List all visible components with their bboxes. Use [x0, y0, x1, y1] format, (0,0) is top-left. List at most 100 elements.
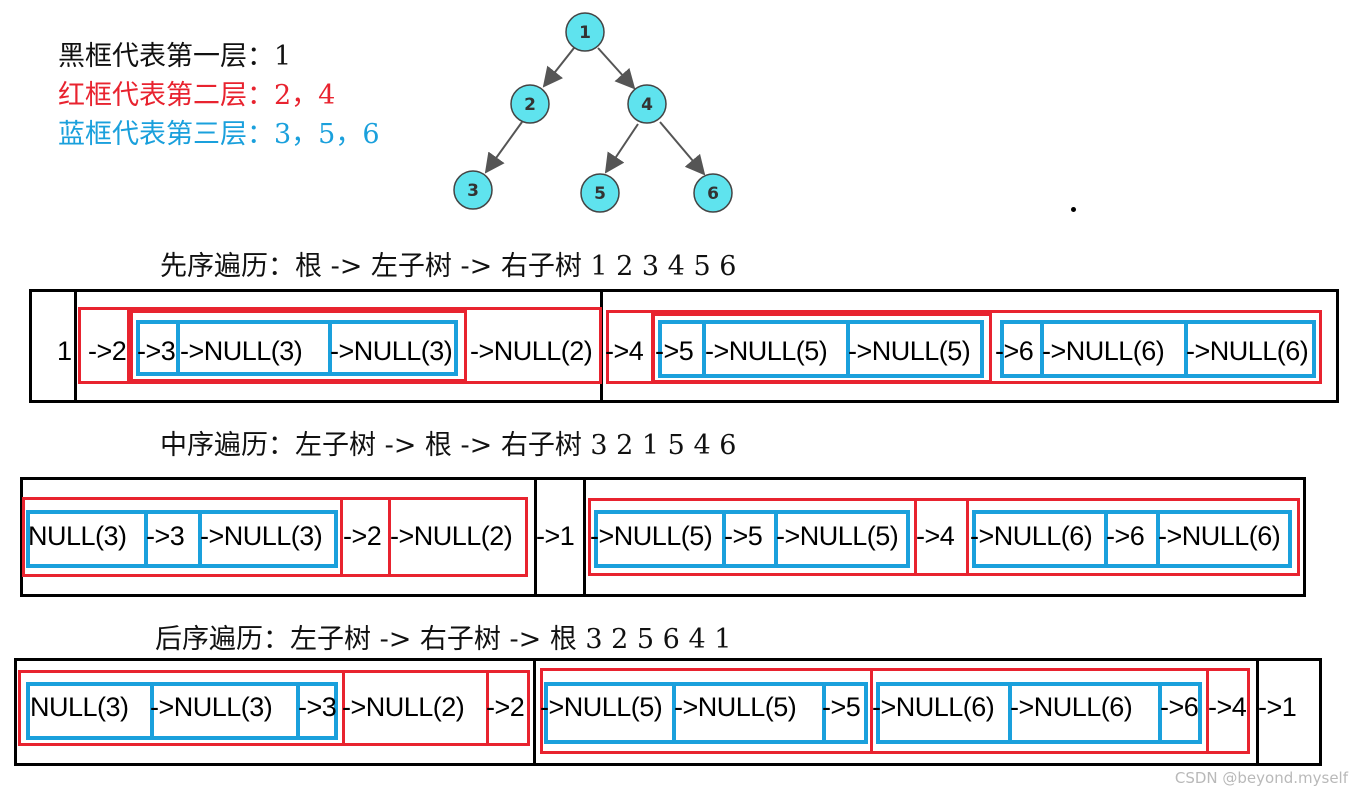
- tree-node-label-6: 6: [707, 184, 719, 204]
- binary-tree: 1 2 4 3 5 6: [453, 12, 733, 213]
- preorder-token: ->NULL(5): [705, 336, 828, 366]
- preorder-blue-divider-6b: [1184, 320, 1188, 378]
- inorder-blue-divider-3a: [144, 510, 148, 568]
- preorder-blue-divider-6a: [1040, 320, 1044, 378]
- preorder-token: ->NULL(3): [180, 336, 303, 366]
- inorder-token: ->1: [536, 521, 575, 551]
- preorder-token: ->NULL(6): [1186, 336, 1309, 366]
- preorder-red-box-5-sub: [652, 313, 992, 383]
- preorder-blue-divider-3a: [176, 320, 180, 376]
- inorder-red-divider-2b: [388, 497, 392, 577]
- postorder-blue-divider-3a: [150, 682, 154, 740]
- postorder-red-box-4: [540, 668, 1250, 754]
- postorder-blue-divider-3b: [296, 682, 300, 740]
- preorder-red-box-2-head: [78, 307, 130, 384]
- postorder-red-divider-4a: [870, 668, 874, 754]
- inorder-token: ->NULL(6): [1158, 521, 1281, 551]
- edge-2-3: [484, 121, 523, 174]
- inorder-token: ->6: [1106, 521, 1145, 551]
- inorder-red-box-2: [22, 497, 528, 577]
- inorder-token: ->4: [916, 521, 955, 551]
- watermark: CSDN @beyond.myself: [1174, 769, 1348, 787]
- inorder-title: 中序遍历：左子树 -> 根 -> 右子树 3 2 1 5 4 6: [160, 430, 737, 461]
- postorder-token: ->NULL(2): [342, 692, 465, 722]
- inorder-blue-divider-6b: [1156, 510, 1160, 568]
- preorder-blue-divider-5b: [846, 320, 850, 378]
- preorder-red-box-3-sub: [130, 310, 467, 382]
- inorder-token: ->NULL(5): [776, 521, 899, 551]
- tree-node-label-3: 3: [467, 181, 479, 201]
- preorder-token: ->4: [605, 336, 644, 366]
- edge-4-6: [659, 121, 706, 176]
- inorder-black-box-root: [534, 477, 586, 597]
- inorder-token: ->NULL(2): [390, 521, 513, 551]
- preorder-token: ->6: [995, 336, 1034, 366]
- inorder-token: NULL(3): [28, 521, 127, 551]
- preorder-black-box-body: [29, 289, 1339, 403]
- postorder-blue-divider-6a: [1008, 682, 1012, 744]
- postorder-token: ->3: [298, 692, 337, 722]
- postorder-blue-box-3: [26, 682, 338, 740]
- tree-node-label-4: 4: [641, 95, 653, 115]
- inorder-token: ->3: [146, 521, 185, 551]
- postorder-red-divider-4b: [1206, 668, 1210, 754]
- edge-4-5: [604, 123, 639, 174]
- preorder-token: ->NULL(5): [848, 336, 971, 366]
- preorder-token: 1: [57, 336, 72, 366]
- inorder-blue-divider-5b: [774, 510, 778, 568]
- inorder-token: ->2: [343, 521, 382, 551]
- postorder-token: ->NULL(5): [540, 692, 663, 722]
- inorder-red-divider-2a: [340, 497, 344, 577]
- postorder-token: ->2: [486, 692, 525, 722]
- inorder-blue-box-3: [26, 510, 338, 568]
- preorder-token: ->5: [655, 336, 694, 366]
- postorder-token: ->NULL(6): [872, 692, 995, 722]
- inorder-token: ->NULL(6): [970, 521, 1093, 551]
- inorder-red-box-4: [588, 498, 1300, 576]
- inorder-blue-box-6: [972, 510, 1292, 568]
- postorder-token: ->NULL(3): [150, 692, 273, 722]
- postorder-token: NULL(3): [30, 692, 129, 722]
- postorder-red-divider-2a: [342, 670, 346, 746]
- inorder-black-box-body: [20, 477, 1306, 597]
- tree-node-label-2: 2: [524, 95, 536, 115]
- stray-dot: [1071, 207, 1076, 212]
- tree-node-3: [453, 170, 493, 210]
- edge-1-4: [597, 47, 636, 90]
- tree-node-label-1: 1: [579, 23, 591, 43]
- inorder-blue-divider-5a: [722, 510, 726, 568]
- tree-node-2: [510, 84, 550, 124]
- postorder-black-box-root: [1256, 658, 1322, 766]
- inorder-token: ->NULL(5): [590, 521, 713, 551]
- postorder-red-box-2: [18, 670, 530, 746]
- tree-node-1: [565, 12, 605, 52]
- postorder-blue-divider-5b: [822, 682, 826, 744]
- preorder-blue-divider-3b: [328, 320, 332, 376]
- postorder-token: ->1: [1258, 692, 1297, 722]
- preorder-blue-box-6: [1000, 320, 1316, 378]
- inorder-blue-divider-6a: [1104, 510, 1108, 568]
- tree-node-5: [580, 173, 620, 213]
- inorder-red-divider-4a: [914, 498, 918, 576]
- tree-node-6: [693, 173, 733, 213]
- inorder-token: ->5: [724, 521, 763, 551]
- preorder-title: 先序遍历：根 -> 左子树 -> 右子树 1 2 3 4 5 6: [160, 251, 737, 282]
- inorder-blue-box-5: [594, 510, 910, 568]
- postorder-token: ->6: [1160, 692, 1199, 722]
- inorder-token: ->NULL(3): [200, 521, 323, 551]
- postorder-title: 后序遍历：左子树 -> 右子树 -> 根 3 2 5 6 4 1: [155, 624, 732, 655]
- preorder-token: ->2: [88, 336, 127, 366]
- postorder-red-divider-2b: [486, 670, 490, 746]
- postorder-token: ->4: [1208, 692, 1247, 722]
- postorder-blue-box-6: [876, 682, 1202, 744]
- tree-node-label-5: 5: [594, 184, 606, 204]
- preorder-token: ->NULL(3): [330, 336, 453, 366]
- inorder-red-divider-4b: [966, 498, 970, 576]
- legend-level-1: 黑框代表第一层：1: [58, 41, 292, 72]
- postorder-blue-divider-5a: [672, 682, 676, 744]
- postorder-black-box-left: [14, 658, 536, 766]
- postorder-blue-box-5: [544, 682, 868, 744]
- postorder-token: ->5: [822, 692, 861, 722]
- inorder-blue-divider-3b: [198, 510, 202, 568]
- edge-1-2: [542, 47, 575, 88]
